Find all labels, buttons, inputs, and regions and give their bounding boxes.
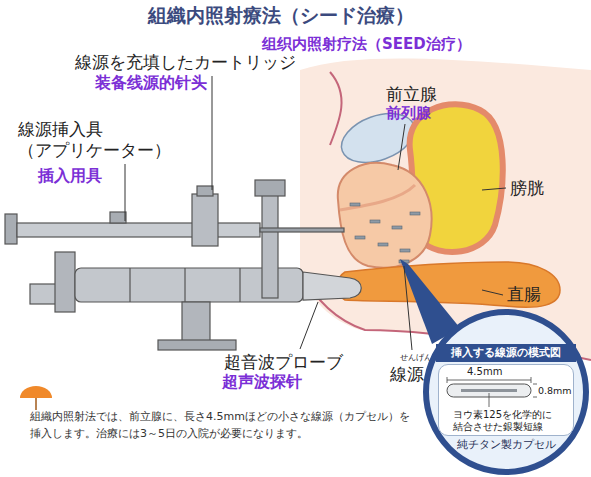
caption: 組織内照射法では、前立腺に、長さ4.5mmほどの小さな線源（カプセル）を挿入しま… <box>30 408 416 442</box>
line-shape <box>533 397 537 398</box>
path-shape <box>338 163 432 268</box>
line-shape <box>35 398 37 410</box>
organ-label-zh: 前列腺 <box>386 104 431 122</box>
path-shape <box>300 58 591 360</box>
line-shape <box>482 188 506 190</box>
part-label: 超音波プローブ <box>224 352 343 372</box>
line-shape <box>239 268 240 302</box>
path-shape <box>330 72 342 145</box>
part-label-zh: 超声波探针 <box>222 372 302 391</box>
path-shape <box>338 262 561 307</box>
line-shape <box>129 268 130 302</box>
rect-shape <box>262 188 278 298</box>
path-shape <box>20 386 52 398</box>
g-shape <box>255 180 285 298</box>
g-shape <box>125 76 506 350</box>
rect-shape <box>392 226 402 229</box>
g-shape <box>5 186 344 246</box>
line-shape <box>533 384 537 385</box>
rect-shape <box>182 302 210 344</box>
line-shape <box>404 266 412 350</box>
line-shape <box>447 380 531 381</box>
rect-shape <box>17 223 260 237</box>
rect-shape <box>255 180 285 196</box>
part-label-zh: 装备线源的针头 <box>95 73 207 92</box>
dimension: 4.5mm <box>467 366 502 378</box>
inset-panel: 4.5mm 0.8mm ヨウ素125を化学的に 結合させた銀製短線 <box>438 364 574 436</box>
line-shape <box>212 76 213 190</box>
organ-label: 膀胱 <box>510 178 544 198</box>
rect-shape <box>461 389 517 392</box>
path-shape <box>303 272 361 300</box>
rect-shape <box>350 203 360 206</box>
inset-circle: 挿入する線源の模式図純チタン製カプセル 4.5mm 0.8mm ヨウ素125を化学的に… <box>422 308 590 476</box>
inset-heading: 挿入する線源の模式図 <box>422 346 590 359</box>
part-label: ヨウ素125を化学的に 結合させた銀製短線 <box>453 409 571 433</box>
rect-shape <box>378 243 388 246</box>
rect-shape <box>110 212 126 223</box>
rect-shape <box>370 220 380 223</box>
rect-shape <box>158 340 236 350</box>
part-label-zh: 插入用具 <box>38 166 102 185</box>
rect-shape <box>192 194 218 246</box>
part-label: 純チタン製カプセル <box>422 438 590 451</box>
line-shape <box>489 393 490 407</box>
line-shape <box>482 290 503 295</box>
line-shape <box>125 164 126 221</box>
dimension: 0.8mm <box>538 385 572 396</box>
ruby-text: せんげん <box>400 353 432 363</box>
line-shape <box>300 302 318 349</box>
organ-label: 前立腺 <box>386 84 437 104</box>
part-label: 線源を充填したカートリッジ <box>75 52 296 72</box>
line-shape <box>398 124 405 170</box>
title: 組織内照射療法（シード治療） <box>148 4 414 27</box>
path-shape <box>340 185 415 210</box>
g-shape <box>30 252 361 350</box>
g-shape <box>350 203 420 263</box>
part-label: 線源 <box>390 364 424 384</box>
part-label: 線源挿入具 （アプリケーター） <box>18 119 188 161</box>
rect-shape <box>410 212 420 215</box>
rect-shape <box>260 228 344 232</box>
line-shape <box>447 377 448 383</box>
chinese-title: 组织内照射疗法（SEED治疗） <box>262 35 471 53</box>
rect-shape <box>5 214 17 244</box>
line-shape <box>531 377 532 383</box>
rect-shape <box>55 252 75 312</box>
line-shape <box>184 268 185 302</box>
rect-shape <box>400 249 410 252</box>
organ-label: 直腸 <box>507 284 541 304</box>
rect-shape <box>197 186 213 196</box>
rect-shape <box>355 236 365 239</box>
